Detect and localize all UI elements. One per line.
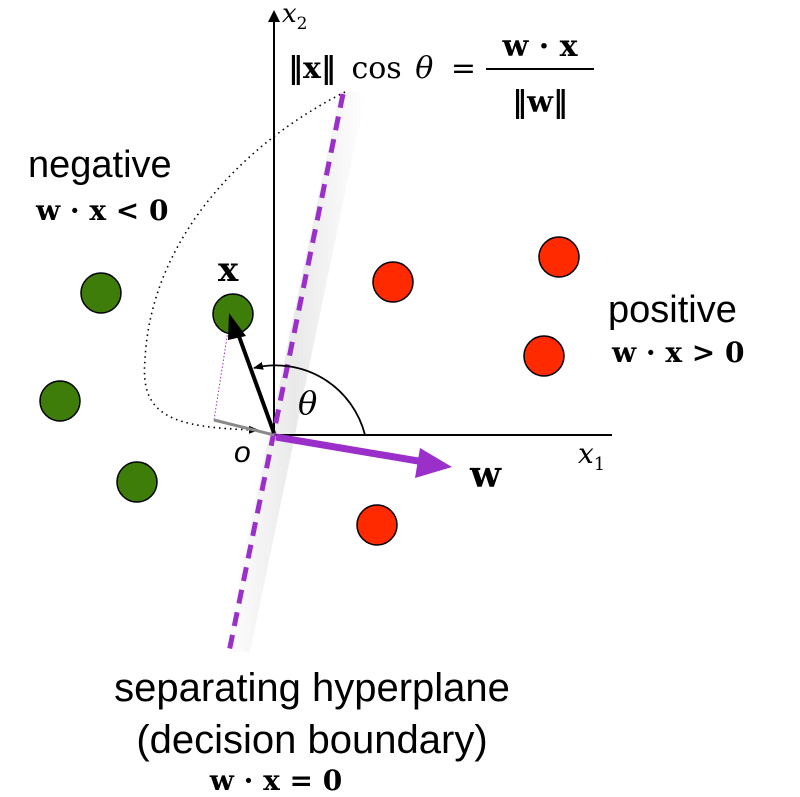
origin-label: o bbox=[234, 436, 251, 469]
positive-region-condition: w · x > 0 bbox=[611, 336, 744, 369]
negative-region-condition: w · x < 0 bbox=[35, 194, 168, 227]
theta-arc bbox=[253, 361, 366, 436]
w-vector-head bbox=[415, 448, 452, 478]
decision-boundary bbox=[226, 93, 346, 653]
x-vector-label: x bbox=[218, 250, 239, 290]
positive-point bbox=[356, 504, 398, 546]
hyperplane-caption-line1: separating hyperplane bbox=[114, 666, 510, 710]
negative-region-title: negative bbox=[28, 144, 172, 186]
theta-label: θ bbox=[298, 384, 317, 422]
negative-point bbox=[116, 461, 158, 503]
formula-numerator: w · x bbox=[501, 29, 578, 64]
positive-point bbox=[372, 261, 414, 303]
formula-lhs: ‖x‖ cos θ = bbox=[288, 51, 476, 86]
x1-axis-label: x1 bbox=[578, 437, 605, 475]
w-vector-label: w bbox=[469, 454, 502, 496]
projection-segment bbox=[213, 418, 275, 437]
positive-point bbox=[523, 335, 565, 377]
formula-denominator: ‖w‖ bbox=[512, 85, 568, 120]
x2-axis-label: x2 bbox=[282, 0, 308, 34]
projection-formula: ‖x‖ cos θ = w · x ‖w‖ bbox=[288, 29, 594, 120]
negative-point bbox=[80, 272, 122, 314]
positive-point bbox=[538, 236, 580, 278]
projection-arc bbox=[143, 91, 346, 434]
x-vector bbox=[234, 327, 276, 434]
hyperplane-caption-line2: (decision boundary) bbox=[136, 718, 487, 762]
negative-point bbox=[39, 380, 81, 422]
x-vector-head bbox=[228, 313, 246, 340]
w-vector bbox=[275, 433, 425, 466]
positive-region-title: positive bbox=[608, 289, 737, 331]
hyperplane-equation: w · x = 0 bbox=[209, 764, 342, 797]
